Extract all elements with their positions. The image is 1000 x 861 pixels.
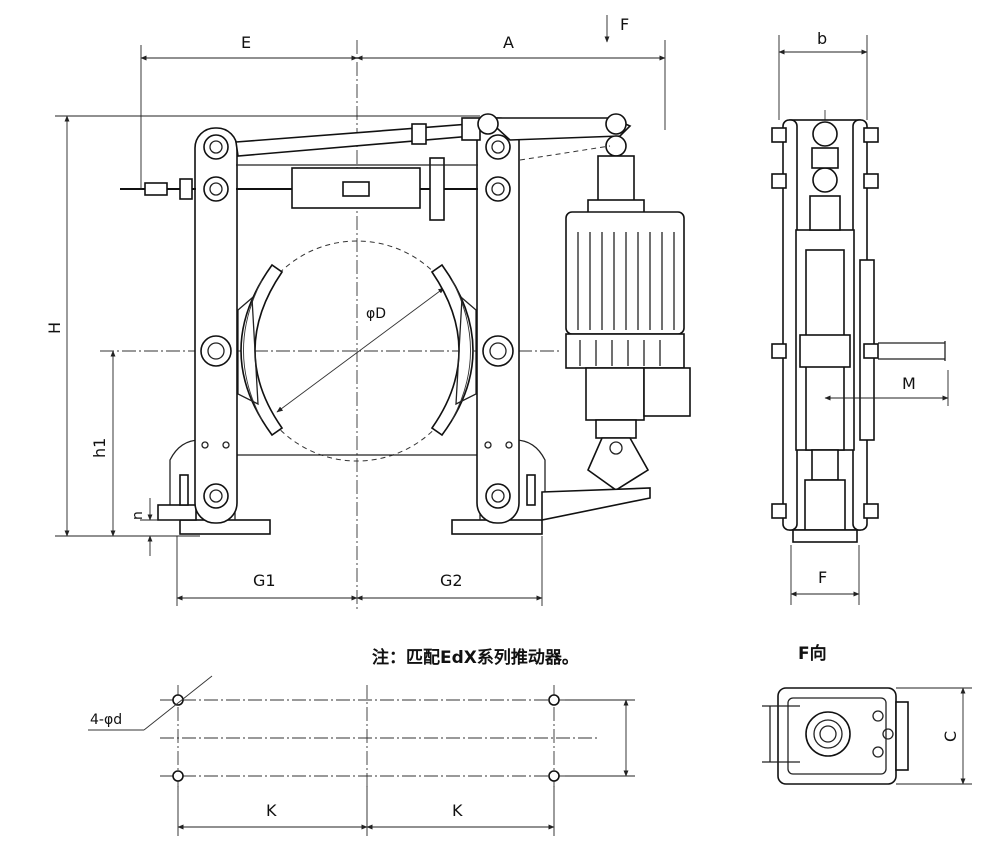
dim-label-k-right: K <box>452 801 463 820</box>
thruster-clevis <box>587 437 650 491</box>
base-frame <box>234 454 481 520</box>
motor-body <box>565 211 685 335</box>
dim-label-b: b <box>817 29 827 48</box>
dim-label-f-side: F <box>818 568 827 587</box>
front-dimensions <box>55 15 666 606</box>
dim-label-a: A <box>503 33 514 52</box>
front-view <box>100 40 691 610</box>
side-view <box>771 110 946 543</box>
dim-label-n: n <box>130 511 146 520</box>
left-brake-shoe <box>240 263 284 437</box>
dim-label-e: E <box>241 33 251 52</box>
left-arm-pins <box>200 134 232 509</box>
dim-label-holes: 4-φd <box>90 712 122 728</box>
diameter-line <box>276 287 445 413</box>
dim-label-h1: h1 <box>90 438 109 458</box>
dim-label-diameter: φD <box>366 306 386 322</box>
dim-label-k-left: K <box>266 801 277 820</box>
thruster <box>565 155 691 491</box>
view-label: F向 <box>798 643 827 664</box>
side-dimensions <box>778 35 949 605</box>
mounting-hole-plan <box>88 675 635 836</box>
top-link-rod <box>235 123 473 157</box>
dim-label-g2: G2 <box>440 571 463 590</box>
right-brake-shoe <box>430 263 474 437</box>
dim-label-g1: G1 <box>253 571 276 590</box>
lever <box>483 117 632 141</box>
dim-label-h: H <box>45 322 64 334</box>
mounting-hole <box>548 770 560 782</box>
dim-label-f-arrow: F <box>620 15 629 34</box>
mounting-hole <box>172 770 184 782</box>
mounting-hole <box>548 694 560 706</box>
note-text: 注：匹配EdX系列推动器。 <box>372 647 579 668</box>
right-arm-pins <box>482 134 514 509</box>
dim-label-c: C <box>941 731 960 742</box>
left-brake-arm <box>194 127 238 524</box>
f-direction-view <box>762 687 972 785</box>
mounting-hole <box>172 694 184 706</box>
dim-label-m: M <box>902 374 916 393</box>
thruster-bracket <box>541 487 651 521</box>
